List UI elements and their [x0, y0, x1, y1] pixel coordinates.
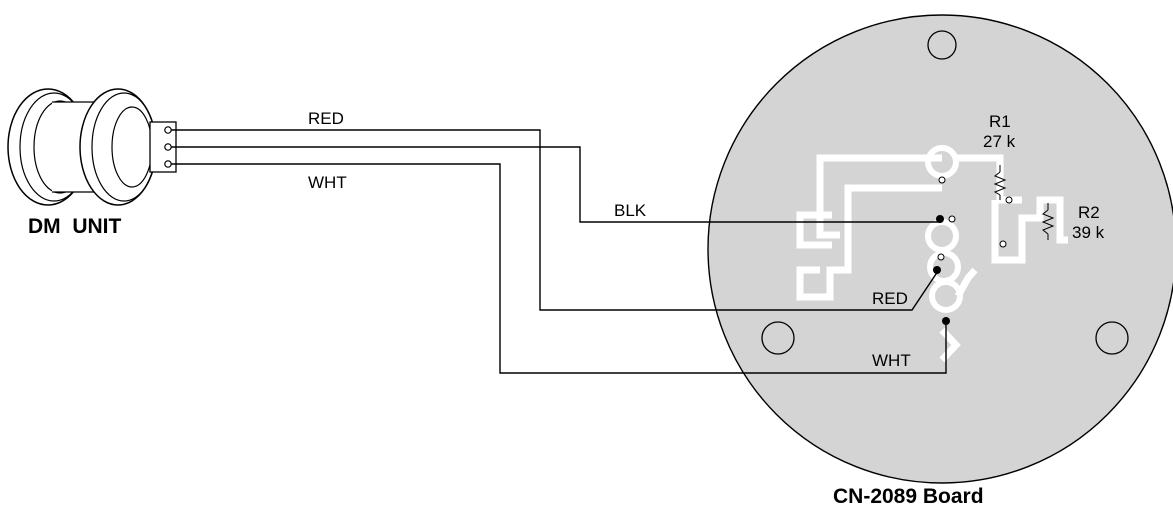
r1-ref: R1 [989, 112, 1011, 131]
wire-red [171, 129, 939, 311]
unit-pin-1 [164, 126, 172, 134]
cn-2089-board [707, 14, 1173, 484]
wht-solder-point [942, 317, 950, 325]
mounting-hole-right [1095, 321, 1129, 355]
red-solder-point [933, 266, 941, 274]
mounting-hole-left [761, 321, 795, 355]
label-wht-board: WHT [872, 351, 911, 370]
resistor-r1 [993, 165, 1007, 200]
board-label: CN-2089 Board [833, 485, 984, 508]
r1-value: 27 k [983, 132, 1016, 151]
r2-ref: R2 [1078, 203, 1100, 222]
dm-unit-label: DM UNIT [28, 215, 121, 238]
resistor-r2 [1041, 203, 1055, 240]
dm-unit [7, 88, 177, 206]
blk-solder-point [936, 215, 944, 223]
mounting-hole-top [927, 30, 957, 60]
label-red-board: RED [872, 289, 908, 308]
pad-red-open [937, 253, 945, 261]
pad-r1-open [1005, 196, 1013, 204]
unit-pin-3 [164, 160, 172, 168]
label-wht-wire: WHT [308, 173, 347, 192]
label-blk-wire: BLK [614, 201, 647, 220]
wire-wht [171, 163, 947, 374]
pad-r2-open [999, 240, 1007, 248]
pad-top [938, 176, 946, 184]
r2-value: 39 k [1072, 223, 1105, 242]
pad-blk-open [948, 215, 956, 223]
wire-blk [171, 146, 940, 223]
unit-pin-2 [164, 143, 172, 151]
wires [171, 129, 947, 374]
label-red-wire: RED [308, 109, 344, 128]
